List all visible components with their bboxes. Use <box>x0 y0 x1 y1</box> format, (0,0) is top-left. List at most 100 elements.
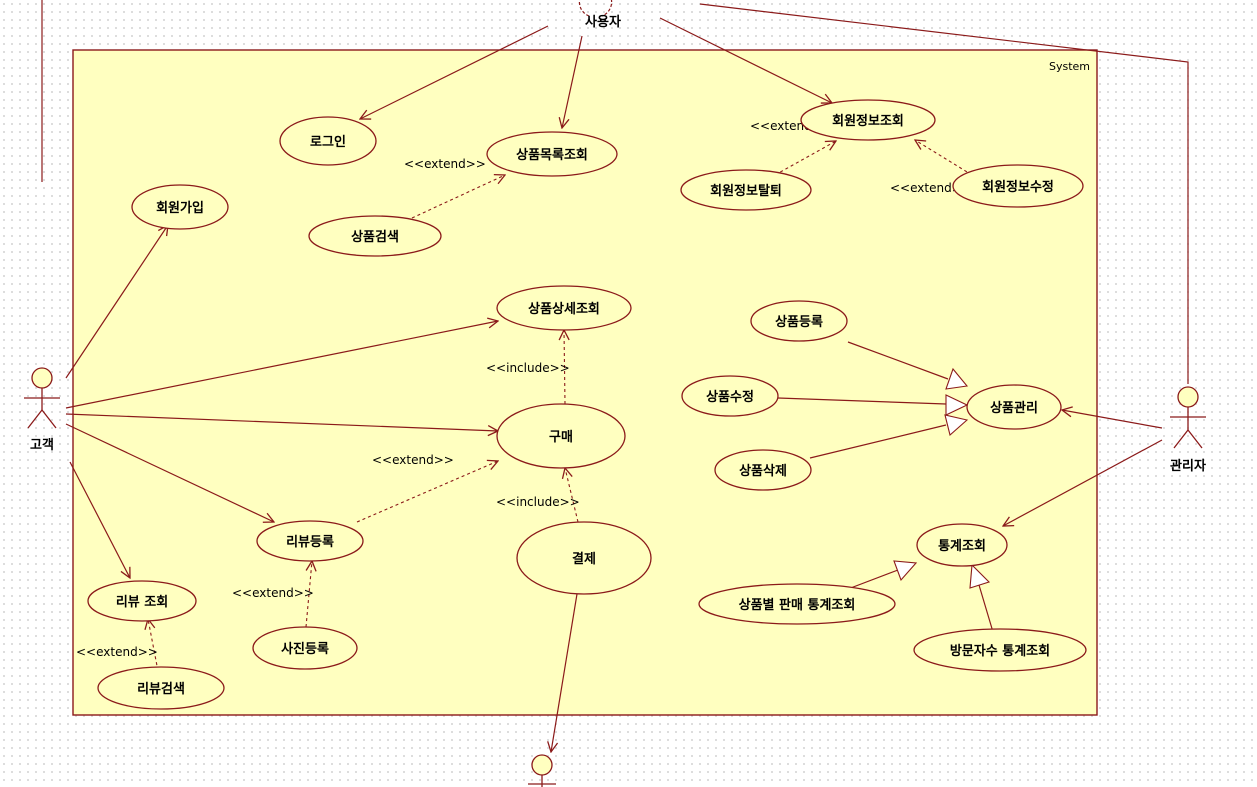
use-case-stats-view[interactable]: 통계조회 <box>916 523 1008 567</box>
use-case-product-register-shape <box>750 300 848 342</box>
edit-gen-head <box>945 394 969 416</box>
user-to-member-info <box>659 17 832 103</box>
use-case-product-detail-label: 상품상세조회 <box>528 301 600 317</box>
sales-gen-head <box>893 560 918 582</box>
use-case-review-search-shape <box>97 666 225 710</box>
use-case-product-edit[interactable]: 상품수정 <box>681 375 779 417</box>
search-extends-list <box>411 175 505 219</box>
use-case-payment[interactable]: 결제 <box>516 521 652 595</box>
use-case-sales-stats[interactable]: 상품별 판매 통계조회 <box>698 583 896 625</box>
actor-customer[interactable]: 고객 <box>24 367 60 453</box>
edit-extends-info <box>915 140 973 176</box>
use-case-review-search-label: 리뷰검색 <box>137 681 185 697</box>
use-case-product-list-shape <box>486 131 618 177</box>
visitor-gen-head <box>969 563 991 589</box>
user-to-login <box>360 25 549 119</box>
use-case-review-view-label: 리뷰 조회 <box>116 594 168 610</box>
customer-to-review-view <box>69 461 130 578</box>
use-case-product-delete[interactable]: 상품삭제 <box>714 449 812 491</box>
actor-user-head-right <box>601 0 613 17</box>
actor-admin-right-leg <box>1187 429 1203 449</box>
admin-to-stats-view <box>1003 439 1163 526</box>
use-case-login-label: 로그인 <box>310 134 346 150</box>
use-case-member-edit-shape <box>952 164 1084 208</box>
actor-customer-right-leg <box>41 409 57 429</box>
use-case-product-list[interactable]: 상품목록조회 <box>486 131 618 177</box>
use-case-product-register[interactable]: 상품등록 <box>750 300 848 342</box>
use-case-review-view[interactable]: 리뷰 조회 <box>87 580 197 622</box>
visitor-gen-line <box>978 584 994 633</box>
customer-to-purchase <box>65 413 498 431</box>
delete-gen-head <box>944 414 969 437</box>
use-case-member-info[interactable]: 회원정보조회 <box>800 99 936 141</box>
admin-generalization-line <box>699 3 1189 384</box>
use-case-photo-register[interactable]: 사진등록 <box>252 626 358 670</box>
register-gen-head <box>945 367 969 390</box>
customer-to-product-detail <box>65 321 498 409</box>
use-case-visitor-stats-shape <box>913 628 1087 672</box>
use-case-product-edit-label: 상품수정 <box>706 389 754 405</box>
use-case-photo-register-shape <box>252 626 358 670</box>
payment-to-external-actor <box>551 593 578 752</box>
use-case-product-detail[interactable]: 상품상세조회 <box>496 285 632 331</box>
use-case-review-register-label: 리뷰등록 <box>286 534 334 550</box>
use-case-purchase-label: 구매 <box>549 430 573 445</box>
actor-customer-left-leg <box>27 409 43 429</box>
actor-admin-label: 관리자 <box>1170 458 1206 474</box>
extend-label-edit: <<extend>> <box>890 181 972 195</box>
customer-to-signup <box>65 225 168 379</box>
use-case-product-manage[interactable]: 상품관리 <box>966 384 1062 430</box>
use-case-review-register-shape <box>256 520 364 562</box>
use-case-photo-register-label: 사진등록 <box>281 641 329 657</box>
use-case-product-detail-shape <box>496 285 632 331</box>
actor-admin[interactable]: 관리자 <box>1170 386 1206 474</box>
extend-label-review-search: <<extend>> <box>76 645 158 659</box>
use-case-product-search[interactable]: 상품검색 <box>308 215 442 257</box>
generalizations <box>777 341 994 633</box>
edit-gen-line <box>777 397 947 405</box>
actor-payment-system[interactable] <box>528 754 556 787</box>
use-case-member-withdraw[interactable]: 회원정보탈퇴 <box>680 169 812 211</box>
use-case-signup[interactable]: 회원가입 <box>131 184 229 230</box>
system-label: System <box>1049 60 1090 73</box>
extend-label-photo: <<extend>> <box>232 586 314 600</box>
use-case-product-register-label: 상품등록 <box>775 315 823 330</box>
actor-lines <box>41 0 1189 752</box>
actor-user[interactable]: 사용자 <box>578 0 621 30</box>
register-gen-line <box>847 341 949 380</box>
review-extends-purchase <box>356 461 498 523</box>
actor-admin-head <box>1177 386 1199 408</box>
actor-customer-head <box>31 367 53 389</box>
use-case-member-info-shape <box>800 99 936 141</box>
photo-extends-review <box>305 561 312 628</box>
use-case-member-withdraw-shape <box>680 169 812 211</box>
dependencies <box>148 140 973 672</box>
use-case-stats-view-label: 통계조회 <box>938 538 986 554</box>
use-case-member-withdraw-label: 회원정보탈퇴 <box>710 183 782 199</box>
user-to-product-list <box>562 35 583 128</box>
use-case-product-manage-label: 상품관리 <box>990 400 1038 416</box>
delete-gen-line <box>809 424 947 459</box>
use-case-payment-label: 결제 <box>572 551 596 567</box>
use-case-purchase[interactable]: 구매 <box>496 403 626 469</box>
use-case-signup-shape <box>131 184 229 230</box>
extend-label-review: <<extend>> <box>372 453 454 467</box>
extend-label-search: <<extend>> <box>404 157 486 171</box>
admin-to-product-manage <box>1062 410 1163 429</box>
actor-admin-left-leg <box>1173 429 1189 449</box>
use-case-review-search[interactable]: 리뷰검색 <box>97 666 225 710</box>
use-case-review-register[interactable]: 리뷰등록 <box>256 520 364 562</box>
customer-to-review-register <box>65 423 274 522</box>
use-case-member-edit[interactable]: 회원정보수정 <box>952 164 1084 208</box>
use-case-product-manage-shape <box>966 384 1062 430</box>
purchase-includes-detail <box>564 330 565 405</box>
actor-user-head-left <box>578 0 590 17</box>
actor-customer-label: 고객 <box>30 437 54 453</box>
use-case-login[interactable]: 로그인 <box>279 116 377 166</box>
use-case-login-shape <box>279 116 377 166</box>
use-case-visitor-stats[interactable]: 방문자수 통계조회 <box>913 628 1087 672</box>
use-case-member-edit-label: 회원정보수정 <box>982 179 1054 195</box>
use-case-product-delete-shape <box>714 449 812 491</box>
use-case-product-delete-label: 상품삭제 <box>739 464 787 479</box>
